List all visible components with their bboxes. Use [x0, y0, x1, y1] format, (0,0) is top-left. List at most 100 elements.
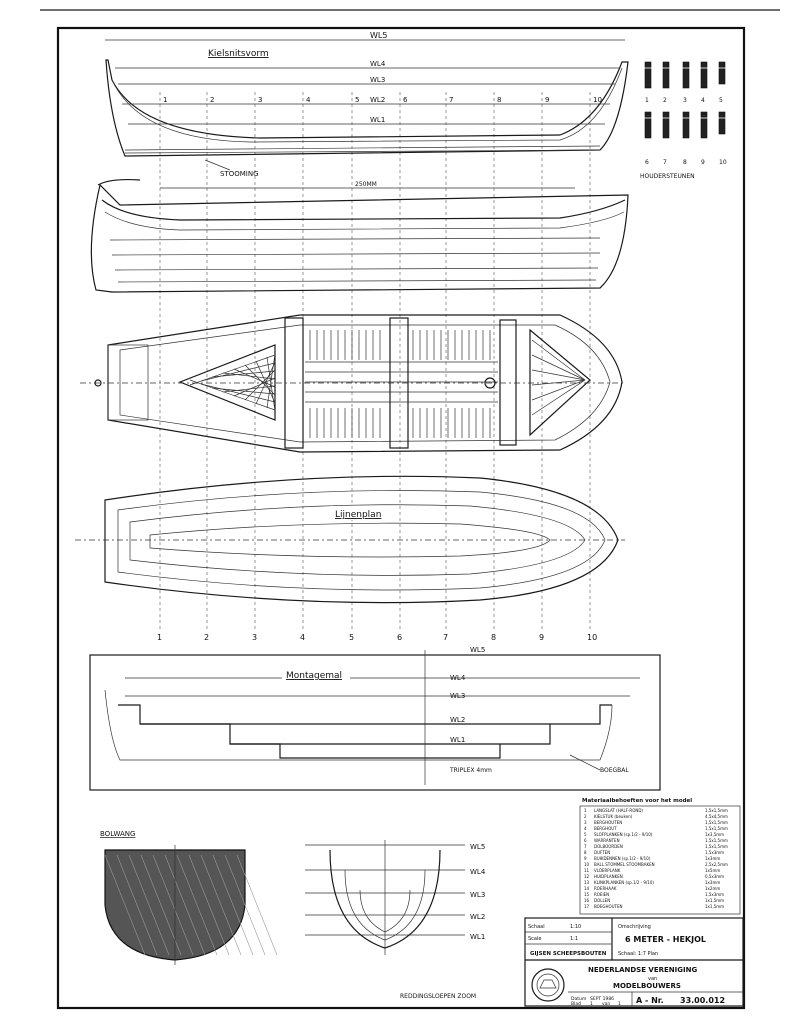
material-name-7: DOLBOORDEN	[594, 844, 623, 849]
grating-bar-aft	[200, 362, 276, 382]
grating-bar-aft	[200, 383, 276, 403]
number-label: A - Nr.	[636, 996, 664, 1005]
assembly-step-1	[118, 704, 612, 725]
station-label-bottom-7: 7	[443, 633, 448, 642]
fitting-8	[682, 111, 690, 139]
stooming-label: STOOMING	[220, 170, 259, 178]
grating-bar-aft	[233, 377, 276, 397]
station-label-bottom-1: 1	[157, 633, 162, 642]
material-name-16: DOLLEN	[594, 898, 610, 903]
asm-wl5-label: WL5	[470, 646, 485, 654]
wl3-top-label: WL3	[370, 76, 385, 84]
material-no-7: 7	[584, 844, 587, 849]
material-size-5: 1x3,5mm	[705, 832, 724, 837]
body-plan-view: WL5 WL4 WL3 WL2 WL1	[305, 840, 486, 955]
lines-plan-wl4	[117, 490, 606, 591]
number-value: 33.00.012	[680, 996, 725, 1005]
side-dimension-label: 250MM	[355, 181, 377, 188]
drawing-frame	[56, 26, 746, 1010]
hatch-line	[104, 854, 146, 956]
grating-bar-aft	[255, 360, 276, 404]
station-label-bottom-6: 6	[397, 633, 402, 642]
fitting-number-2: 2	[663, 97, 667, 104]
nvm-logo-ship-icon	[539, 979, 557, 989]
station-label-top-1: 1	[163, 96, 167, 104]
asm-wl3-label: WL3	[450, 692, 465, 700]
grating-bar-fwd	[531, 369, 586, 381]
schaal-value: 1:10	[570, 924, 581, 930]
asm-wl4-label: WL4	[450, 674, 466, 682]
fitting-number-9: 9	[701, 159, 705, 166]
material-name-15: ROEIEN	[594, 892, 609, 897]
hatch-line	[152, 854, 194, 956]
side-hull-outline	[90, 183, 629, 293]
schaal-label: Schaal	[528, 924, 545, 930]
assembly-step-3	[230, 743, 501, 759]
date-label: Datum	[571, 996, 586, 1002]
grating-pattern	[189, 339, 586, 416]
grating-bar-fwd	[531, 354, 586, 381]
fitting-7	[662, 111, 670, 139]
rudder-pin	[94, 379, 102, 387]
grating-bar-aft	[211, 387, 276, 395]
org-line2: van	[648, 976, 657, 982]
triplex-label: TRIPLEX 4mm	[449, 767, 492, 774]
asm-wl1-label: WL1	[450, 736, 465, 744]
floorboards	[305, 330, 498, 438]
hatch-line	[116, 854, 158, 956]
lines-plan-wl2	[149, 522, 551, 558]
hatch-line	[140, 854, 182, 956]
scale-label: Scale	[528, 936, 541, 942]
plank-line-2	[111, 252, 601, 256]
material-size-2: 4,5x4,5mm	[705, 814, 728, 819]
title-block: Schaal 1:10 Scale 1:1 GIJSEN SCHEEPSBOUT…	[524, 917, 744, 1007]
material-no-4: 4	[584, 826, 587, 831]
hatch-line	[128, 854, 170, 956]
plank-line-4	[117, 279, 597, 283]
fitting-4	[700, 61, 708, 89]
grating-bar-aft	[233, 368, 276, 388]
fitting-1	[644, 61, 652, 89]
stem-top	[97, 178, 141, 186]
fitting-6	[644, 111, 652, 139]
station-label-top-4: 4	[306, 96, 311, 104]
ontwerper: GIJSEN SCHEEPSBOUTEN	[530, 951, 607, 957]
top-profile-label: Kielsnitsvorm	[208, 49, 269, 59]
grating-bar-aft	[266, 353, 276, 409]
grating-bar-fwd	[531, 379, 586, 401]
body-wl4-label: WL4	[470, 868, 486, 876]
boat-subtitle: Schaal: 1:7 Plan	[618, 951, 658, 957]
material-name-4: BERGHOUT	[594, 826, 617, 831]
aft-grating	[178, 344, 276, 421]
assembly-frame	[89, 654, 661, 791]
material-name-9: BUIKDENNEN (sp.1/2 - 9/10)	[594, 856, 651, 861]
org-line3: MODELBOUWERS	[613, 982, 681, 990]
material-name-13: KLINKPLANKEN (sp.1/2 - 9/10)	[594, 880, 654, 885]
nvm-logo-inner	[536, 973, 560, 997]
station-label-top-8: 8	[497, 96, 501, 104]
assembly-view: Montagemal WL5 WL4 WL3 WL2 WL1 TRIPLEX 4…	[89, 646, 661, 791]
material-name-1: LANGSLAT (HALF-ROND)	[594, 808, 643, 813]
scale-value: 1:1	[570, 936, 578, 942]
station-label-top-7: 7	[449, 96, 453, 104]
keel-inner-line	[111, 67, 623, 143]
grating-bar-aft	[222, 372, 276, 380]
body-wl5-label: WL5	[470, 843, 485, 851]
nvm-logo	[531, 968, 565, 1002]
material-no-9: 9	[584, 856, 587, 861]
material-size-11: 1x5mm	[705, 868, 720, 873]
material-size-16: 1x1,5mm	[705, 898, 724, 903]
station-label-top-10: 10	[593, 96, 602, 104]
plan-hull-outline	[107, 314, 623, 453]
grating-bar-fwd	[531, 379, 586, 386]
sheer-line	[101, 199, 626, 221]
fitting-10	[718, 111, 726, 135]
hatch-line	[188, 854, 230, 956]
plank-line-1	[109, 237, 601, 241]
fitting-number-3: 3	[683, 97, 687, 104]
station-label-top-2: 2	[210, 96, 214, 104]
lines-plan-outline	[104, 475, 619, 604]
plank-line-3	[114, 267, 599, 271]
material-name-8: DUFTEN	[594, 850, 610, 855]
